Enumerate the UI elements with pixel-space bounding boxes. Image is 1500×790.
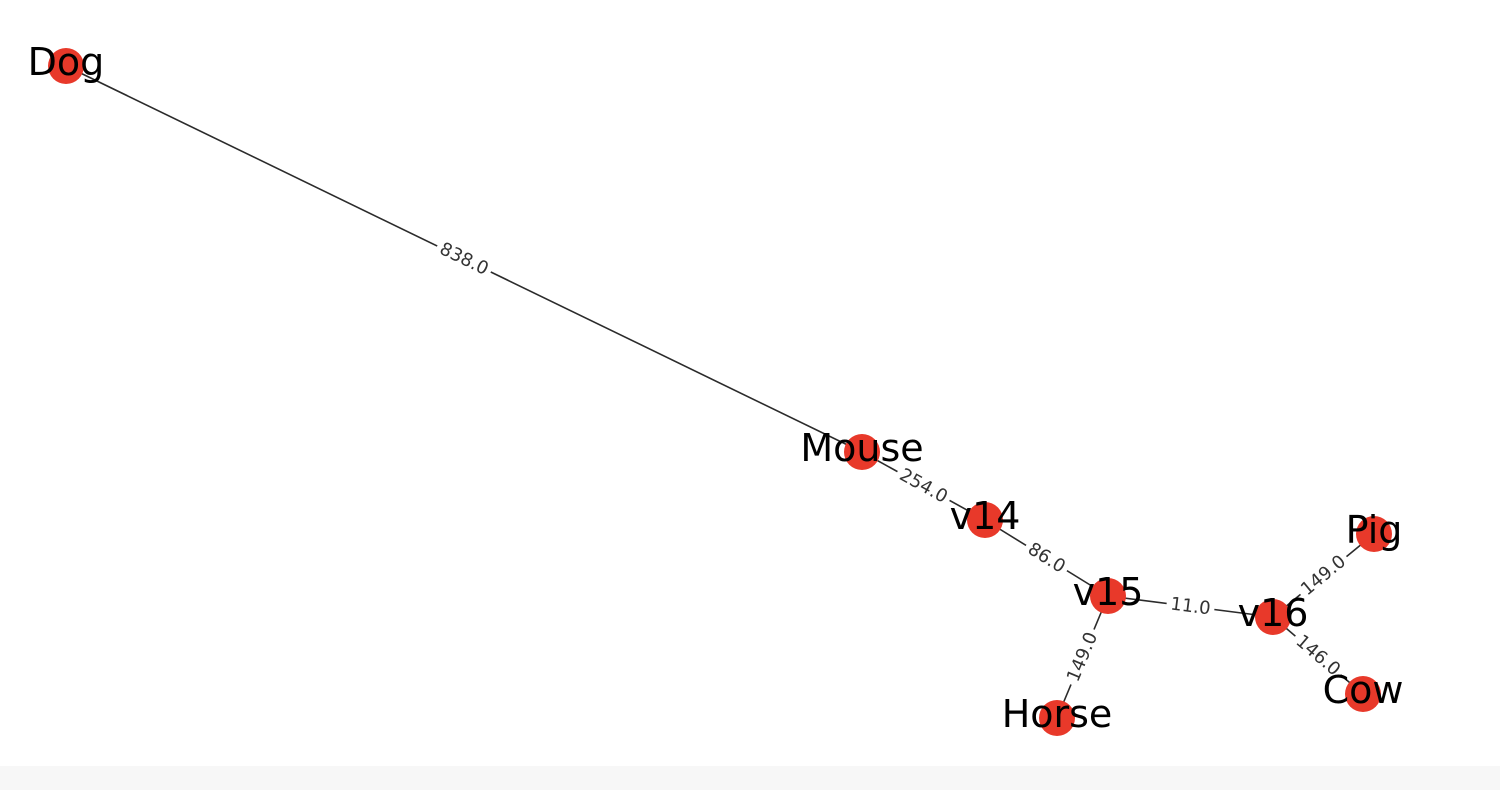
edge-label: 838.0 (436, 238, 492, 279)
node-cow (1345, 676, 1381, 712)
edge-label: 254.0 (896, 464, 951, 507)
edge-label-background (892, 461, 955, 511)
edge-label: 149.0 (1063, 629, 1102, 685)
node-label-dog: Dog (28, 40, 105, 84)
node-label-horse: Horse (1002, 692, 1113, 736)
node-label-v14: v14 (950, 494, 1021, 538)
node-dog (48, 48, 84, 84)
edge-label-group-4: 149.0 (1060, 625, 1105, 689)
edge-label-background (1293, 548, 1354, 603)
edge-label: 11.0 (1169, 594, 1211, 620)
node-mouse (844, 434, 880, 470)
edge-label-group-0: 838.0 (432, 236, 496, 282)
edge-label-group-3: 11.0 (1165, 592, 1216, 621)
node-pig (1356, 516, 1392, 552)
node-label-mouse: Mouse (800, 426, 923, 470)
edge-label-group-2: 86.0 (1020, 536, 1073, 580)
edge-label-background (432, 236, 496, 282)
node-v14 (967, 502, 1003, 538)
edge-label-background (1165, 592, 1216, 621)
node-v15 (1090, 578, 1126, 614)
footer-strip (0, 766, 1500, 790)
edges-layer (65, 65, 1375, 719)
edge-label-background (1060, 625, 1105, 689)
edge-label-background (1020, 536, 1073, 580)
node-label-pig: Pig (1346, 508, 1403, 552)
node-v16 (1255, 599, 1291, 635)
node-horse (1039, 700, 1075, 736)
edge-label-background (1288, 627, 1348, 684)
nodes-layer (48, 48, 1392, 736)
node-label-v16: v16 (1238, 591, 1309, 635)
node-label-v15: v15 (1073, 570, 1144, 614)
node-label-cow: Cow (1323, 668, 1404, 712)
